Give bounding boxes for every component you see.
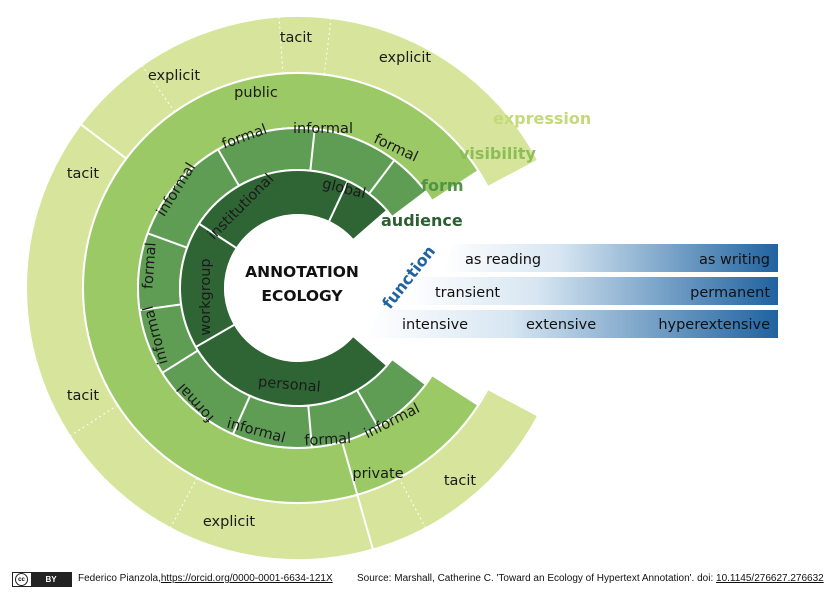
dimension-label-audience: audience	[381, 211, 463, 230]
form-segment-label: formal	[140, 242, 159, 290]
audience-divider	[198, 222, 238, 250]
function-label-transient: transient	[435, 285, 500, 301]
cc-license-badge[interactable]: cc BY	[12, 572, 72, 587]
footer-source-text: Source: Marshall, Catherine C. 'Toward a…	[357, 573, 717, 584]
expression-segment-label: tacit	[67, 166, 100, 182]
function-labels: as reading as writing transient permanen…	[402, 252, 770, 333]
expression-labels: tacit explicit explicit tacit tacit expl…	[67, 30, 477, 530]
center-title-line2: ECOLOGY	[261, 287, 343, 305]
center-hub	[224, 214, 372, 362]
visibility-divider	[341, 441, 359, 495]
audience-divider	[195, 323, 236, 348]
function-label-as-reading: as reading	[465, 252, 541, 268]
cc-icon: cc	[15, 573, 28, 586]
expression-segment-label: explicit	[203, 514, 256, 530]
footer-orcid-link[interactable]: https://orcid.org/0000-0001-6634-121X	[160, 573, 333, 584]
form-divider	[309, 128, 316, 171]
dimension-label-expression: expression	[493, 109, 591, 128]
expression-divider	[80, 123, 127, 160]
dimension-label-visibility: visibility	[459, 144, 536, 163]
function-label-as-writing: as writing	[699, 252, 770, 268]
expression-segment-label: explicit	[379, 50, 432, 66]
form-divider	[161, 349, 199, 374]
audience-segment-label: workgroup	[198, 258, 214, 335]
footer-credit: Federico Pianzola,https://orcid.org/0000…	[78, 573, 333, 584]
footer-doi-link[interactable]: 10.1145/276627.276632	[716, 573, 824, 584]
center-title-line1: ANNOTATION	[245, 263, 359, 281]
visibility-labels: public private	[234, 85, 404, 482]
annotation-ecology-diagram: ANNOTATION ECOLOGY expression visibility…	[25, 15, 778, 561]
expression-segment-label: tacit	[280, 30, 313, 46]
expression-divider	[356, 494, 374, 550]
form-divider	[147, 232, 188, 249]
form-divider	[356, 389, 379, 428]
expression-segment-label: tacit	[67, 388, 100, 404]
footer-author: Federico Pianzola,	[78, 573, 161, 584]
expression-segment-label: explicit	[148, 68, 201, 84]
dimension-label-form: form	[421, 176, 464, 195]
visibility-segment-label: private	[352, 466, 403, 482]
function-label-extensive: extensive	[526, 317, 596, 333]
form-divider	[307, 405, 313, 448]
cc-by-label: BY	[31, 573, 71, 586]
function-bar	[366, 310, 778, 338]
function-label-permanent: permanent	[690, 285, 770, 301]
function-bars	[366, 244, 778, 338]
form-segment-label: formal	[304, 431, 352, 449]
expression-segment-label: tacit	[444, 473, 477, 489]
form-segment-label: informal	[293, 121, 353, 137]
visibility-segment-label: public	[234, 85, 278, 101]
function-bar	[406, 277, 778, 305]
audience-segment-label: personal	[257, 374, 321, 395]
form-divider	[368, 159, 396, 195]
audience-divider	[327, 180, 349, 223]
function-label-hyperextensive: hyperextensive	[658, 317, 770, 333]
function-bar	[441, 244, 778, 272]
footer-source: Source: Marshall, Catherine C. 'Toward a…	[357, 573, 824, 584]
form-divider	[232, 395, 251, 435]
form-divider	[139, 303, 182, 312]
form-divider	[217, 148, 240, 187]
function-label-intensive: intensive	[402, 317, 468, 333]
